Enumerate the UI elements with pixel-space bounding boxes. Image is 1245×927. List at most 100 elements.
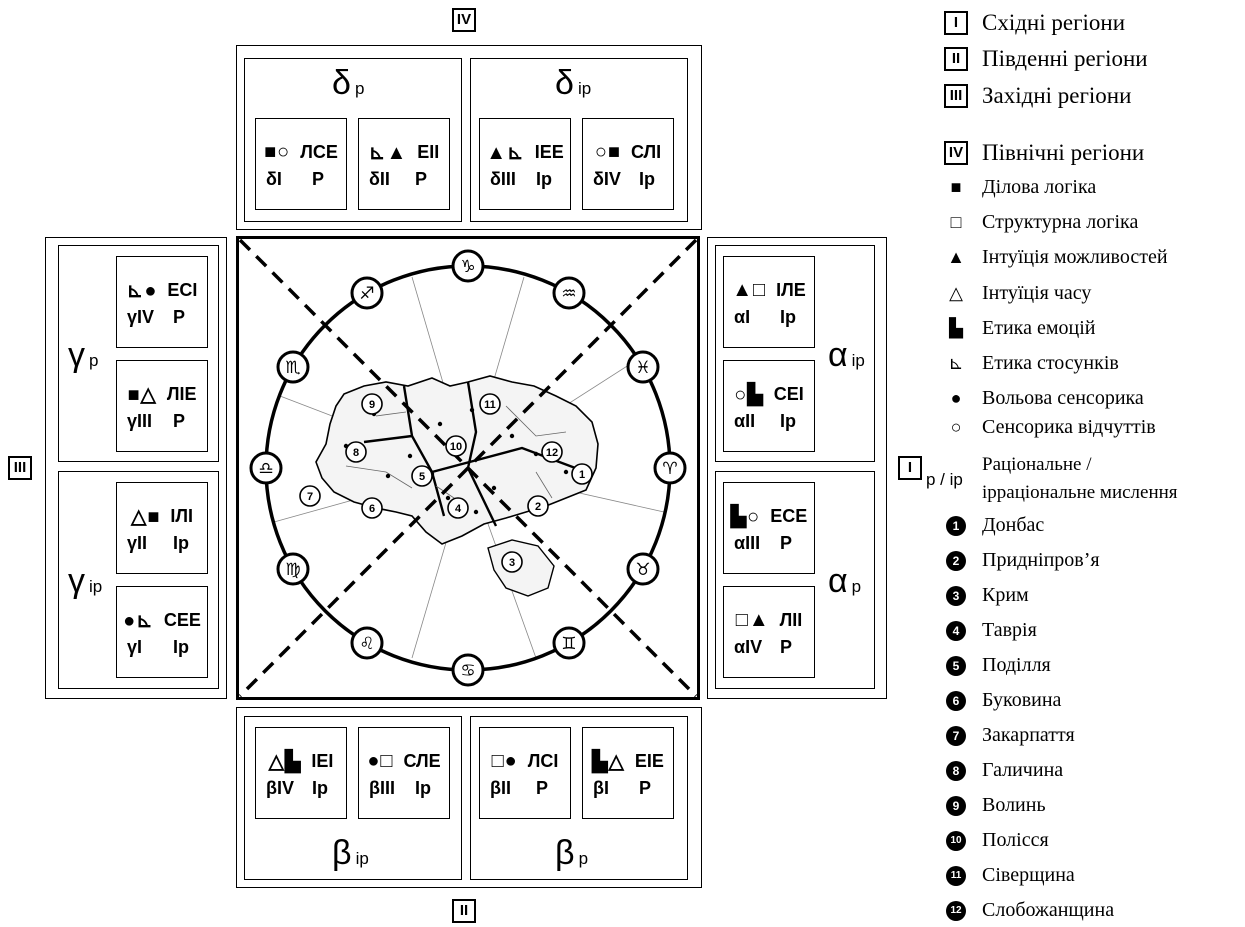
svg-text:9: 9: [369, 399, 375, 411]
region-mark-icon: IV: [944, 141, 968, 165]
aries-sign: ♈: [653, 451, 687, 485]
svg-text:11: 11: [484, 399, 496, 411]
number-6-icon: 6: [946, 690, 966, 711]
area-marker-6: 6: [361, 497, 383, 519]
area-marker-8: 8: [345, 441, 367, 463]
number-4-icon: 4: [946, 620, 966, 641]
taurus-sign: ♉: [626, 552, 660, 586]
oblast-borders: [345, 405, 567, 507]
number-2-icon: 2: [946, 550, 966, 571]
thinking-mark: р / ір: [926, 470, 963, 489]
zodiac-map: 1 2 3 4 5 6 7 8 9 10 11 12 ♑ ♒ ♓ ♈ ♉ ♊ ♋…: [236, 236, 700, 700]
region-label-south: II: [452, 899, 476, 923]
area-marker-12: 12: [541, 441, 563, 463]
legend-function-7: ●Вольова сенсорика: [950, 387, 1144, 409]
svg-text:8: 8: [353, 447, 359, 459]
svg-text:3: 3: [509, 557, 515, 569]
svg-text:♊: ♊: [561, 634, 576, 654]
area-marker-3: 3: [501, 551, 523, 573]
empty-triangle-icon: △: [949, 283, 963, 303]
legend-function-8: ○Сенсорика відчуттів: [950, 416, 1156, 438]
area-marker-1: 1: [571, 463, 593, 485]
svg-text:♈: ♈: [662, 459, 677, 479]
svg-text:♏: ♏: [285, 358, 300, 378]
svg-text:♐: ♐: [359, 284, 374, 304]
svg-text:1: 1: [579, 469, 585, 481]
area-marker-4: 4: [447, 497, 469, 519]
region-label-east: I: [898, 456, 922, 480]
legend-function-1: ■Ділова логіка: [950, 176, 1097, 198]
number-11-icon: 11: [946, 865, 966, 886]
empty-l-shape-icon: ⊾: [948, 353, 964, 373]
region-label-north: IV: [452, 8, 476, 32]
svg-text:10: 10: [450, 441, 462, 453]
empty-circle-icon: ○: [950, 417, 962, 437]
number-1-icon: 1: [946, 515, 966, 536]
svg-text:12: 12: [546, 447, 558, 459]
diagonal-cross: [238, 238, 698, 698]
legend-function-3: ▲Інтуїція можливостей: [947, 246, 1168, 268]
area-marker-10: 10: [445, 435, 467, 457]
svg-text:♒: ♒: [561, 284, 576, 304]
number-10-icon: 10: [946, 830, 966, 851]
filled-l-shape-icon: ▙: [949, 318, 963, 338]
svg-text:4: 4: [455, 503, 462, 515]
pisces-sign: ♓: [626, 350, 660, 384]
crimea-outline: [487, 539, 555, 597]
number-7-icon: 7: [946, 725, 966, 746]
svg-text:2: 2: [535, 501, 541, 513]
empty-square-icon: □: [950, 212, 962, 232]
sagittarius-sign: ♐: [350, 276, 384, 310]
region-mark-icon: III: [944, 84, 968, 108]
legend-function-2: □Структурна логіка: [950, 211, 1139, 233]
number-5-icon: 5: [946, 655, 966, 676]
libra-sign: ♎: [249, 451, 283, 485]
legend-function-6: ⊾Етика стосунків: [948, 352, 1119, 374]
legend-thinking: р / ір Раціональне / ірраціональне мисле…: [926, 454, 1178, 503]
cancer-sign: ♋: [451, 653, 485, 687]
capricorn-sign: ♑: [451, 249, 485, 283]
region-mark-icon: II: [944, 47, 968, 71]
area-marker-9: 9: [361, 393, 383, 415]
virgo-sign: ♍: [276, 552, 310, 586]
svg-text:6: 6: [369, 503, 375, 515]
legend-function-4: △Інтуїція часу: [949, 282, 1092, 304]
zodiac-signs: ♑ ♒ ♓ ♈ ♉ ♊ ♋ ♌ ♍ ♎ ♏ ♐: [249, 249, 687, 687]
map-area-labels: 1 2 3 4 5 6 7 8 9 10 11 12: [299, 393, 593, 573]
legend-function-5: ▙Етика емоцій: [949, 317, 1096, 339]
region-label-west: III: [8, 456, 32, 480]
area-marker-7: 7: [299, 485, 321, 507]
number-9-icon: 9: [946, 795, 966, 816]
svg-text:♉: ♉: [635, 560, 650, 580]
region-mark-icon: I: [944, 11, 968, 35]
region-borders: [363, 381, 587, 527]
